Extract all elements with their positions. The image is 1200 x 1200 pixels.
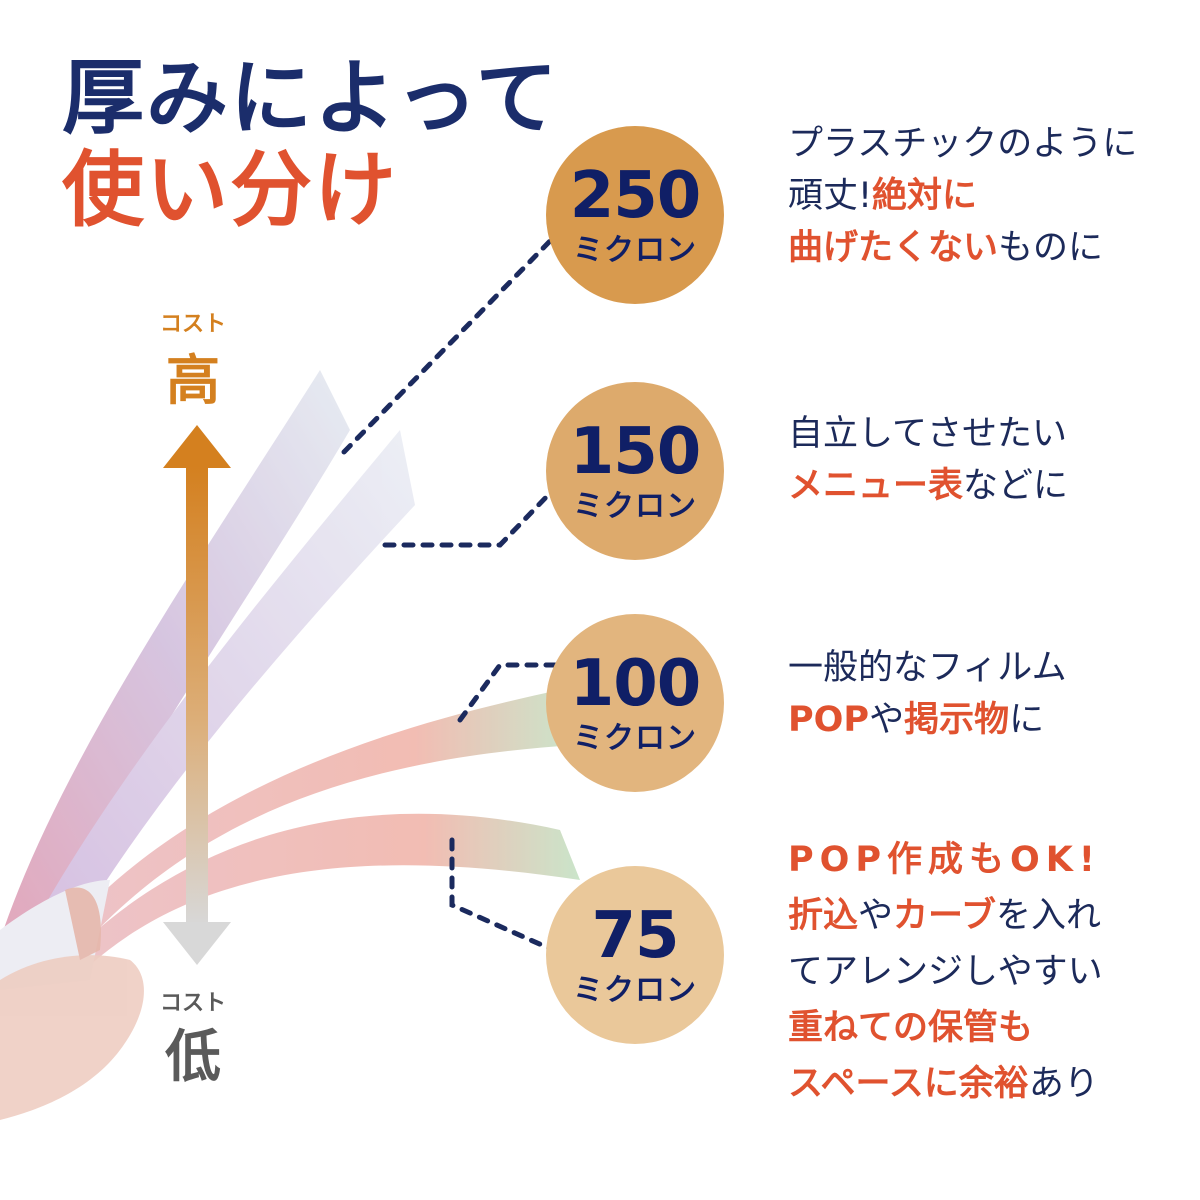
thickness-unit: ミクロン (573, 233, 697, 268)
thickness-badge-250: 250 ミクロン (546, 126, 724, 304)
desc-line: スペースに余裕あり (788, 1056, 1103, 1112)
desc-highlight: POP (788, 700, 870, 740)
desc-highlight: POP作成もOK! (788, 840, 1101, 880)
desc-text: や (869, 700, 905, 740)
desc-highlight: メニュー表 (788, 466, 964, 506)
thickness-badge-100: 100 ミクロン (546, 614, 724, 792)
desc-text: 自立してさせたい (788, 414, 1067, 454)
desc-text: てアレンジしやすい (788, 952, 1103, 992)
desc-highlight: スペースに余裕 (788, 1064, 1029, 1104)
desc-highlight: 折込 (788, 896, 859, 936)
thickness-value: 100 (569, 647, 702, 721)
thickness-value: 75 (591, 899, 679, 973)
desc-line: POP作成もOK! (788, 832, 1103, 888)
headline-line-1: 厚みによって (62, 51, 560, 146)
desc-highlight: 掲示物 (904, 700, 1010, 740)
desc-line: メニュー表などに (788, 460, 1068, 512)
desc-text: 一般的なフィルム (788, 648, 1067, 688)
cost-high-caption: コスト (159, 312, 226, 337)
desc-text: あり (1028, 1064, 1099, 1104)
cost-low-caption: コスト (159, 991, 226, 1016)
desc-text: ものに (998, 228, 1104, 268)
desc-line: POPや掲示物に (788, 694, 1067, 746)
desc-text: などに (963, 466, 1069, 506)
desc-text: 頑丈! (788, 176, 873, 216)
thickness-value: 250 (569, 159, 702, 233)
desc-line: 一般的なフィルム (788, 642, 1067, 694)
cost-high-label: 高 (166, 349, 220, 412)
desc-line: 重ねての保管も (788, 1000, 1103, 1056)
description-150: 自立してさせたい メニュー表などに (788, 408, 1068, 512)
desc-line: 頑丈!絶対に (788, 170, 1137, 222)
thickness-value: 150 (569, 415, 702, 489)
description-100: 一般的なフィルム POPや掲示物に (788, 642, 1067, 746)
desc-text: に (1009, 700, 1045, 740)
description-75: POP作成もOK! 折込やカーブを入れ てアレンジしやすい 重ねての保管も スペ… (788, 832, 1103, 1112)
cost-low-label: 低 (165, 1025, 221, 1090)
thickness-unit: ミクロン (573, 721, 697, 756)
desc-text: プラスチックのように (788, 124, 1138, 164)
desc-highlight: 重ねての保管も (788, 1008, 1034, 1048)
desc-line: 自立してさせたい (788, 408, 1068, 460)
desc-line: てアレンジしやすい (788, 944, 1103, 1000)
desc-line: 曲げたくないものに (788, 222, 1137, 274)
desc-highlight: 曲げたくない (788, 228, 999, 268)
description-250: プラスチックのように 頑丈!絶対に 曲げたくないものに (788, 118, 1137, 274)
desc-highlight: カーブ (893, 896, 996, 936)
thickness-unit: ミクロン (573, 973, 697, 1008)
desc-line: プラスチックのように (788, 118, 1137, 170)
cost-arrow (163, 425, 231, 965)
desc-highlight: 絶対に (872, 176, 978, 216)
leader-lines (341, 235, 558, 953)
thickness-badge-150: 150 ミクロン (546, 382, 724, 560)
headline-line-2: 使い分け (62, 143, 399, 238)
desc-text: を入れ (995, 896, 1101, 936)
hand-illustration (0, 887, 144, 1120)
thickness-badge-75: 75 ミクロン (546, 866, 724, 1044)
thickness-unit: ミクロン (573, 489, 697, 524)
desc-text: や (858, 896, 894, 936)
desc-line: 折込やカーブを入れ (788, 888, 1103, 944)
